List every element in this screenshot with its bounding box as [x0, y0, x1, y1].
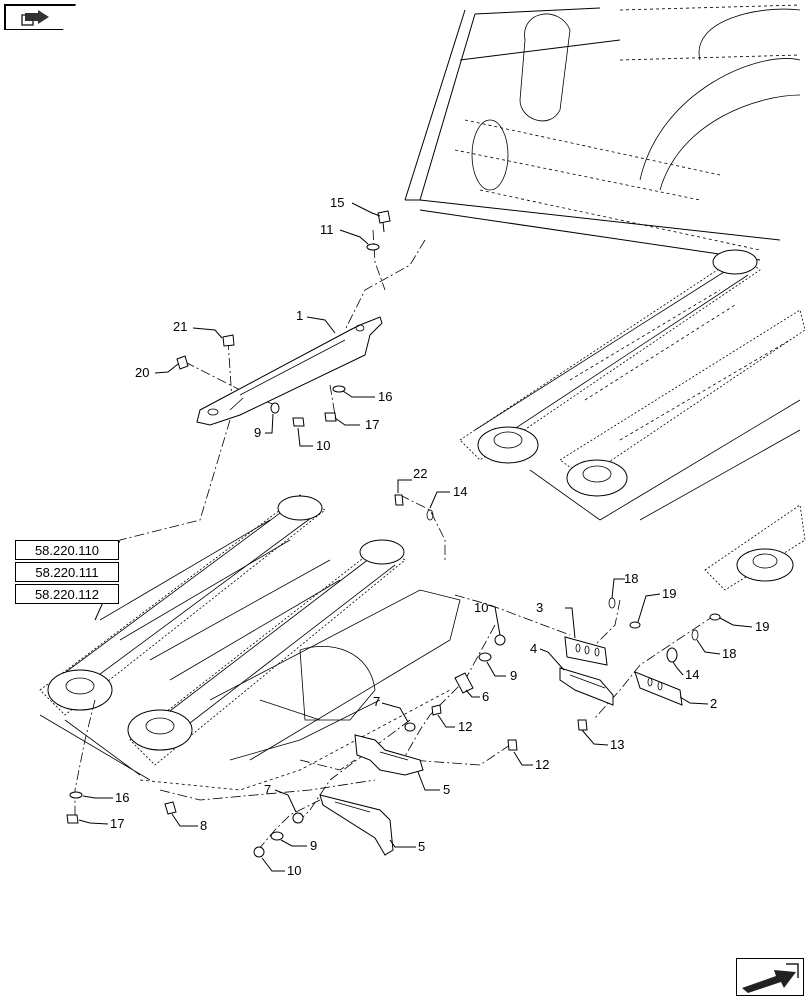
- callout-17: 17: [110, 816, 124, 831]
- callout-16: 16: [378, 389, 392, 404]
- part-3-shield-plate: [564, 636, 608, 666]
- callout-19: 19: [662, 586, 676, 601]
- callout-19: 19: [755, 619, 769, 634]
- callout-12: 12: [535, 757, 549, 772]
- callout-21: 21: [173, 319, 187, 334]
- reference-link-58-220-111[interactable]: 58.220.111: [15, 562, 119, 582]
- callout-10: 10: [474, 600, 488, 615]
- callout-10: 10: [287, 863, 301, 878]
- book-arrow-icon: [5, 5, 76, 30]
- callout-3: 3: [536, 600, 543, 615]
- callout-15: 15: [330, 195, 344, 210]
- row-unit-left-assembly: [39, 494, 461, 791]
- hardware-parts: [66, 210, 721, 858]
- callout-4: 4: [530, 641, 537, 656]
- reference-link-58-220-110[interactable]: 58.220.110: [15, 540, 119, 560]
- row-unit-upper-right: [459, 249, 806, 591]
- callout-9: 9: [510, 668, 517, 683]
- part-5-mount-bracket-lower: [319, 794, 394, 856]
- part-5-mount-bracket-upper: [354, 734, 424, 776]
- callout-18: 18: [722, 646, 736, 661]
- callout-20: 20: [135, 365, 149, 380]
- callout-10: 10: [316, 438, 330, 453]
- callout-6: 6: [482, 689, 489, 704]
- callout-17: 17: [365, 417, 379, 432]
- part-1-divider-bracket: [196, 316, 383, 426]
- next-page-button[interactable]: [736, 958, 804, 996]
- callout-9: 9: [310, 838, 317, 853]
- part-4-angle-bracket: [559, 667, 614, 706]
- callout-13: 13: [610, 737, 624, 752]
- callout-labels: 15 11 1 21 20 16 9 17 10 22 14 18 19 3 1…: [110, 195, 769, 878]
- callout-7: 7: [373, 694, 380, 709]
- callout-2: 2: [710, 696, 717, 711]
- callout-8: 8: [200, 818, 207, 833]
- reference-link-58-220-112[interactable]: 58.220.112: [15, 584, 119, 604]
- callout-18: 18: [624, 571, 638, 586]
- callout-14: 14: [685, 667, 699, 682]
- callout-1: 1: [296, 308, 303, 323]
- callout-11: 11: [320, 222, 334, 237]
- next-page-arrow-icon: [736, 958, 804, 996]
- callout-22: 22: [413, 466, 427, 481]
- callout-14: 14: [453, 484, 467, 499]
- callout-7: 7: [264, 782, 271, 797]
- header-frame: [404, 4, 801, 261]
- callout-12: 12: [458, 719, 472, 734]
- callout-5: 5: [418, 839, 425, 854]
- reference-label: 58.220.110: [34, 542, 100, 558]
- book-navigation-button[interactable]: [4, 4, 76, 30]
- callout-9: 9: [254, 425, 261, 440]
- callout-5: 5: [443, 782, 450, 797]
- reference-label: 58.220.112: [34, 586, 100, 602]
- callout-16: 16: [115, 790, 129, 805]
- reference-label: 58.220.111: [35, 564, 99, 580]
